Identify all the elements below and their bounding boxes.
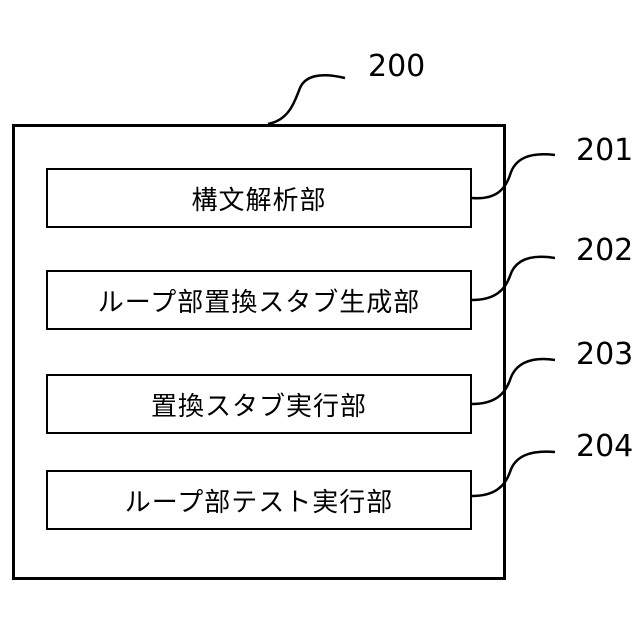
block-label: ループ部テスト実行部 — [125, 482, 393, 519]
block-stub-executor: 置換スタブ実行部 — [46, 374, 472, 434]
ref-label-202: 202 — [576, 236, 633, 266]
leader-line-200 — [268, 75, 345, 124]
block-loop-test-executor: ループ部テスト実行部 — [46, 470, 472, 530]
ref-label-200: 200 — [368, 52, 425, 82]
block-syntax-analysis: 構文解析部 — [46, 168, 472, 228]
block-label: 置換スタブ実行部 — [151, 386, 367, 423]
ref-label-204: 204 — [576, 432, 633, 462]
ref-label-201: 201 — [576, 136, 633, 166]
block-loop-stub-generator: ループ部置換スタブ生成部 — [46, 270, 472, 330]
block-label: 構文解析部 — [191, 180, 326, 217]
block-label: ループ部置換スタブ生成部 — [98, 282, 420, 319]
ref-label-203: 203 — [576, 340, 633, 370]
